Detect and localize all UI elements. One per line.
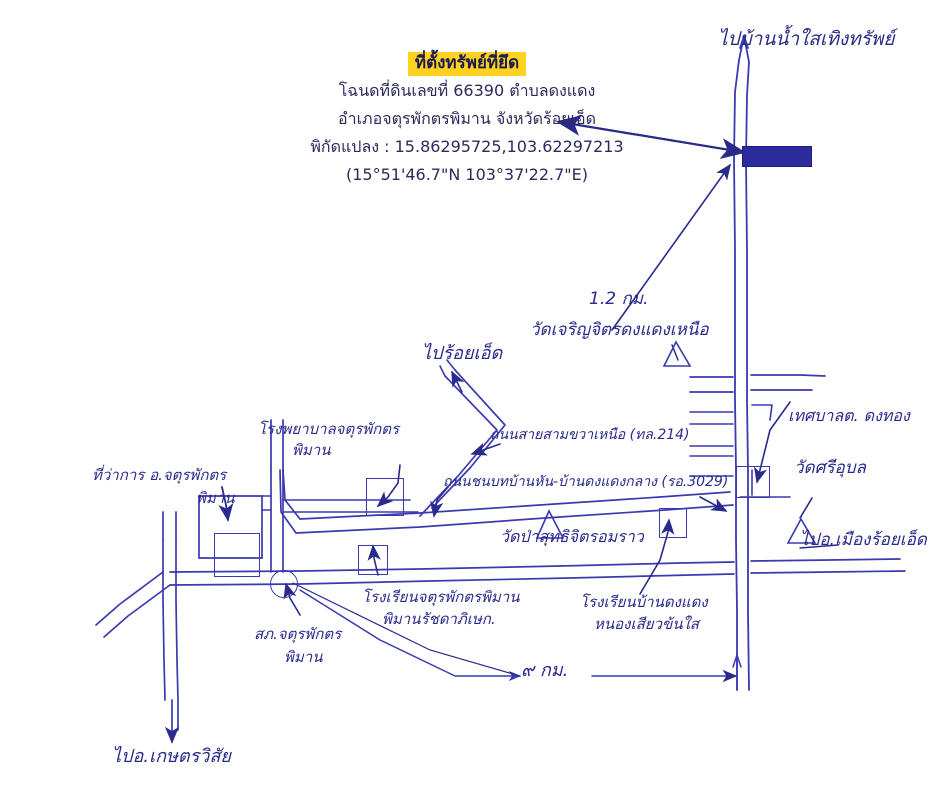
building-municipality-dongthong: [736, 466, 770, 498]
road-highway-214-vertical: [733, 35, 750, 691]
road-side-ladder-marks: [689, 411, 734, 477]
building-school-ratchadaphisek: [358, 545, 388, 575]
temple-triangle-wat-si-ubon: [786, 517, 817, 544]
leader-rural-3029: [430, 486, 449, 518]
marker-police-station: [270, 570, 298, 598]
building-hospital: [366, 478, 404, 516]
leader-school-dongdaeng: [639, 518, 675, 595]
leader-highway-214: [470, 442, 501, 456]
road-cross-upper-right: [689, 374, 826, 393]
leader-wat-si-ubon: [799, 497, 813, 519]
leader-circle-diagonal: [292, 582, 521, 677]
leader-to-roi-et: [799, 544, 839, 549]
building-district-office: [214, 533, 260, 577]
road-left-town-grid: [95, 495, 263, 744]
temple-triangle-symbols: [535, 340, 817, 544]
road-link-hospital: [261, 495, 272, 511]
leader-municipality: [753, 401, 791, 484]
temple-triangle-wat-pa: [535, 509, 565, 539]
seized-property-marker: [742, 146, 812, 167]
building-school-dongdaeng: [659, 508, 687, 538]
temple-triangle-wat-charoenjit: [662, 340, 692, 367]
leader-school-ratchada: [367, 544, 381, 576]
road-to-soi-stub: [439, 359, 456, 377]
road-center-left-vertical: [270, 419, 284, 573]
leader-rural-3029-right: [699, 496, 728, 512]
leader-soi: [451, 370, 465, 393]
leader-district-office: [218, 486, 234, 522]
leader-wat-to-highway: [611, 163, 731, 331]
distance-arrow-9km: [299, 589, 742, 691]
leader-hospital: [376, 464, 401, 508]
